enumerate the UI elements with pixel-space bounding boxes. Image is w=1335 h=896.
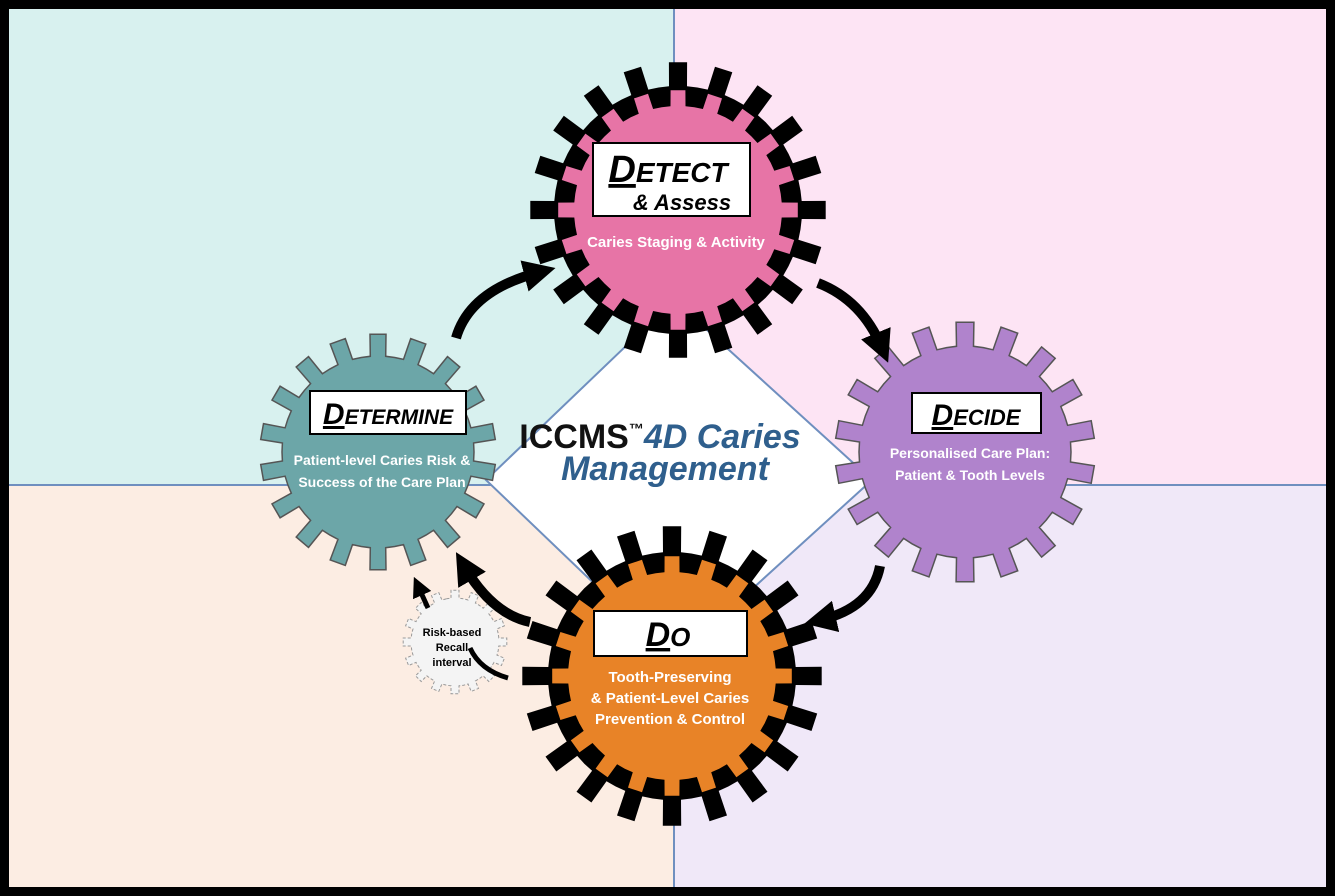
determine-title-initial: D: [323, 398, 345, 431]
arrow-recall-to-determine: [413, 576, 432, 610]
center-title: ICCMS™4D Caries: [519, 418, 800, 456]
arrow-do-to-determine: [455, 552, 532, 627]
determine-title: DETERMINE: [323, 398, 454, 431]
recall-label-line2: Recall: [436, 642, 468, 654]
determine-title-box: [309, 390, 467, 435]
do-description-line3: Prevention & Control: [595, 711, 745, 728]
recall-gear: [402, 589, 508, 695]
decide-title-box: [911, 392, 1042, 434]
do-title-rest: O: [670, 622, 690, 652]
arrow-decide-to-do: [804, 564, 885, 632]
decide-title-rest: ECIDE: [953, 405, 1022, 430]
decide-title-initial: D: [932, 399, 954, 432]
detect-description: Caries Staging & Activity: [587, 234, 765, 251]
center-subtitle: Management: [561, 450, 770, 488]
detect-title-initial: D: [608, 149, 635, 191]
center-brand: ICCMS: [519, 418, 629, 456]
trademark: ™: [629, 421, 644, 438]
detect-title: DETECT: [608, 149, 730, 191]
decide-title: DECIDE: [932, 399, 1022, 432]
arrow-determine-to-detect: [451, 260, 556, 340]
center-accent: 4D Caries: [643, 418, 801, 456]
do-title: DO: [646, 616, 691, 654]
determine-description-line1: Patient-level Caries Risk &: [294, 452, 471, 468]
detect-title-rest: ETECT: [636, 157, 731, 188]
recall-label-line1: Risk-based: [423, 627, 482, 639]
determine-description-line2: Success of the Care Plan: [298, 474, 465, 490]
detect-subtitle: & Assess: [633, 190, 731, 215]
decide-description-line1: Personalised Care Plan:: [890, 445, 1050, 461]
do-title-box: [593, 610, 748, 657]
do-title-initial: D: [646, 616, 671, 654]
do-description-line1: Tooth-Preserving: [608, 669, 731, 686]
arrow-do-to-recall: [467, 646, 509, 681]
recall-label-line3: interval: [432, 657, 471, 669]
detect-title-box: [592, 142, 751, 217]
decide-description-line2: Patient & Tooth Levels: [895, 467, 1045, 483]
decide-gear: [834, 321, 1096, 583]
do-description-line2: & Patient-Level Caries: [591, 690, 749, 707]
determine-title-rest: ETERMINE: [345, 406, 455, 429]
arrow-detect-to-decide: [816, 278, 891, 363]
